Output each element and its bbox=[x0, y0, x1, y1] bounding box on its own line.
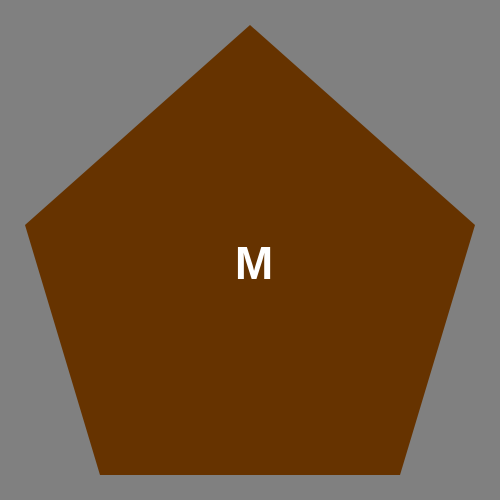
pentagon-shape bbox=[25, 25, 475, 475]
shape-letter: M bbox=[235, 237, 273, 289]
